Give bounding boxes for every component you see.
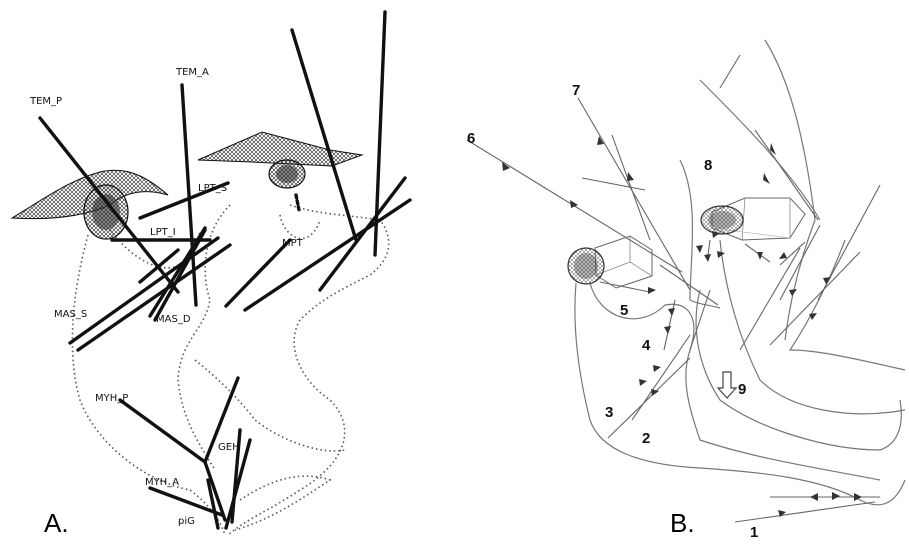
marker-labels: 1 2 3 4 5 6 7 8 9	[467, 82, 758, 541]
marker-8: 8	[704, 157, 712, 174]
panel-a-label: A.	[44, 508, 69, 538]
label-lpt-s: LPT_S	[198, 183, 227, 194]
label-mpt: MPT	[282, 238, 304, 249]
vector-1	[735, 502, 875, 522]
label-tem-p: TEM_P	[29, 96, 62, 107]
mpt-vector-3	[226, 240, 290, 306]
mandible-outline	[72, 205, 388, 535]
condyle-b-left	[568, 236, 652, 288]
force-vectors	[467, 55, 880, 522]
marker-5: 5	[620, 302, 628, 319]
label-myh-p: MYH_P	[95, 393, 128, 404]
panel-a: TEM_P TEM_A LPT_S LPT_I MPT MAS_S MAS_D …	[12, 12, 410, 538]
marker-3: 3	[605, 404, 613, 421]
vector-3	[608, 358, 690, 438]
label-lpt-i: LPT_I	[150, 227, 176, 238]
marker-2: 2	[642, 430, 650, 447]
vector-2	[632, 335, 690, 420]
marker-7: 7	[572, 82, 580, 99]
label-mas-s: MAS_S	[54, 309, 87, 320]
marker-1: 1	[750, 524, 758, 541]
label-mas-d: MAS_D	[156, 314, 191, 325]
panel-b: 1 2 3 4 5 6 7 8 9 B.	[467, 40, 905, 541]
myh-p-vector	[120, 400, 205, 462]
marker-6: 6	[467, 130, 475, 147]
label-tem-a: TEM_A	[175, 67, 209, 78]
mpt-vector-4	[320, 178, 405, 290]
mandible-outline-b	[575, 40, 905, 505]
vector-5	[660, 265, 718, 305]
marker-9: 9	[738, 381, 746, 398]
mpt-vector-5	[245, 200, 410, 310]
vector-4	[664, 300, 675, 350]
right-condyle	[198, 132, 362, 210]
label-pig: piG	[178, 516, 195, 527]
marker-4: 4	[642, 337, 651, 354]
down-arrow-icon	[718, 372, 736, 398]
mpt-vector-1	[292, 30, 356, 240]
panel-b-label: B.	[670, 508, 695, 538]
label-myh-a: MYH_A	[145, 477, 179, 488]
label-geh: GEH	[218, 442, 240, 453]
